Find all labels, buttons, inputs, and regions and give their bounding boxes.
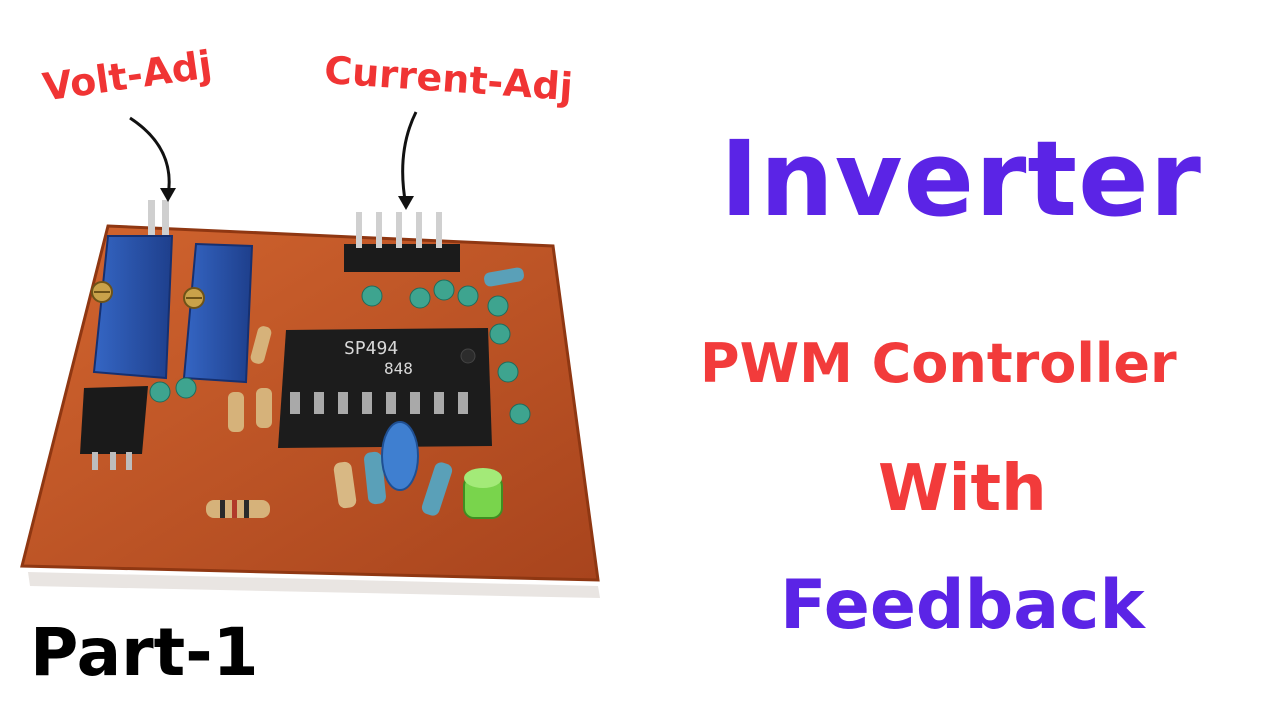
trimmer-pot-2 <box>182 242 254 384</box>
chip-marking-line1: SP494 <box>344 338 398 359</box>
main-ic-chip: SP494 848 <box>278 328 492 448</box>
part-label: Part-1 <box>30 614 259 691</box>
film-capacitor <box>381 421 419 491</box>
volt-adj-arrow <box>129 116 171 197</box>
green-led <box>463 468 503 519</box>
current-adj-header <box>344 212 460 272</box>
trimmer-pot-1 <box>91 235 174 380</box>
chip-marking-line2: 848 <box>384 359 413 378</box>
resistors <box>206 267 524 518</box>
current-adj-arrow <box>401 111 418 207</box>
title-feedback: Feedback <box>780 566 1145 645</box>
optocoupler-chip <box>80 386 148 470</box>
pcb-board-photo: SP494 848 <box>20 111 600 598</box>
title-with: With <box>878 452 1047 526</box>
volt-adj-header-pins <box>148 200 169 240</box>
ceramic-capacitors <box>149 279 531 425</box>
title-pwm-controller: PWM Controller <box>700 332 1177 395</box>
title-inverter: Inverter <box>720 118 1202 240</box>
